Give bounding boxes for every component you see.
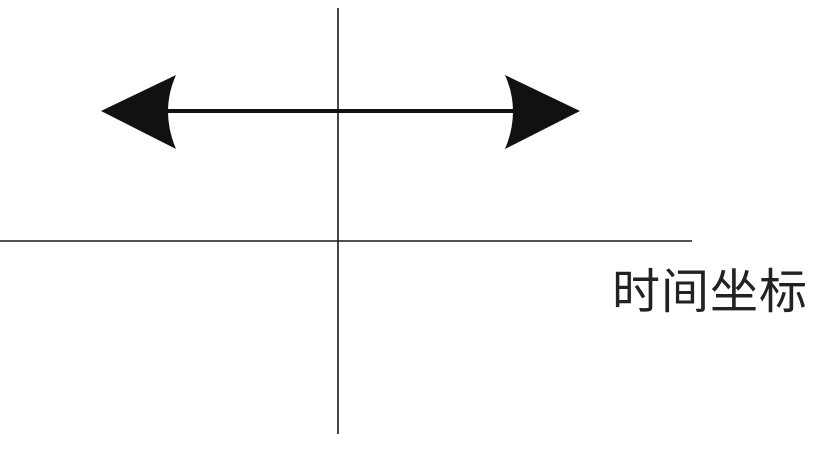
- time-axis-label: 时间坐标: [612, 264, 809, 320]
- left-arrowhead: [101, 75, 176, 149]
- double-headed-arrow: [101, 75, 580, 149]
- right-arrowhead: [505, 75, 580, 149]
